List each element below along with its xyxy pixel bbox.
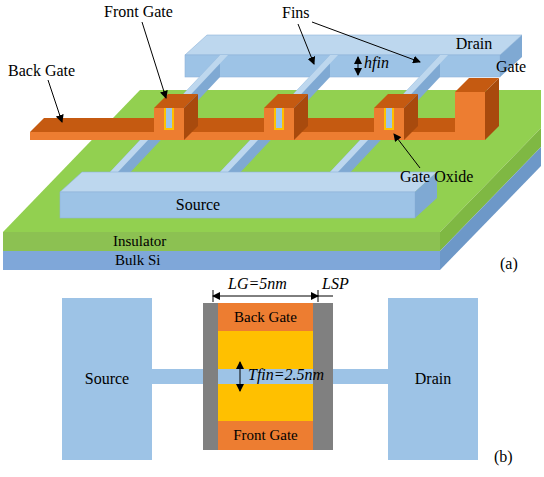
callout-label: Gate [496, 58, 526, 76]
source-box: Source [62, 298, 152, 460]
fin-core [166, 108, 172, 128]
gate-side [404, 94, 418, 140]
gate-front [374, 108, 404, 140]
drain-label-box: Drain [448, 35, 500, 53]
bulk-si-layer: Bulk Si [3, 251, 440, 270]
source-front [60, 192, 415, 218]
drain-top [185, 35, 522, 55]
source-top [60, 172, 437, 192]
dimension-arrow [213, 296, 318, 297]
dimension-line [313, 296, 333, 297]
gate-oxide [218, 331, 313, 369]
insulator-side [440, 128, 541, 251]
gate-pad-side [485, 78, 499, 140]
insulator-top [3, 90, 541, 232]
gate-side [184, 94, 198, 140]
dimension-label: Tfin=2.5nm [248, 366, 324, 384]
gate-side [294, 94, 308, 140]
insulator-layer: Insulator [3, 232, 440, 251]
gate-pad-front [455, 92, 485, 140]
panel-label: (a) [500, 255, 518, 273]
dimension-label: hfin [364, 54, 389, 72]
node-text: Back Gate [234, 309, 297, 326]
dimension-label: LSP [322, 275, 349, 293]
gate-oxide [274, 108, 284, 130]
spacer [203, 303, 218, 450]
fin-core [276, 108, 282, 128]
gate-oxide [164, 108, 174, 130]
gate-oxide [384, 108, 394, 130]
fin-core [386, 108, 392, 128]
leader-line [394, 134, 420, 168]
source-label-box: Source [168, 195, 228, 215]
fin-top [110, 55, 228, 172]
dimension-tick [213, 290, 214, 302]
node-text: Source [176, 196, 220, 214]
dimension-arrow [358, 57, 359, 75]
gate-front [264, 108, 294, 140]
callout-label: Back Gate [8, 62, 75, 80]
front-gate-box: Front Gate [218, 421, 313, 450]
drain-box: Drain [388, 298, 478, 460]
callout-label: Gate Oxide [400, 168, 473, 186]
drain-front [185, 55, 500, 77]
callout-label: Fins [282, 4, 310, 22]
dimension-label: LG=5nm [228, 275, 287, 293]
node-text: Insulator [113, 233, 166, 250]
fin-top [220, 55, 338, 172]
node-text: Drain [415, 370, 451, 388]
callout-label: Front Gate [104, 3, 173, 21]
leader-line [48, 80, 62, 122]
bulk-side [440, 147, 541, 270]
dimension-arrow [240, 362, 241, 391]
node-text: Source [85, 370, 129, 388]
fin-top [330, 55, 448, 172]
gate-front [154, 108, 184, 140]
node-text: Bulk Si [115, 252, 160, 269]
leader-line [142, 22, 166, 98]
panel-label: (b) [494, 448, 513, 466]
gates [154, 94, 418, 140]
node-text: Drain [456, 35, 492, 53]
node-text: Front Gate [233, 427, 298, 444]
leader-line [298, 24, 314, 64]
gate-oxide [218, 384, 313, 421]
back-gate-box: Back Gate [218, 303, 313, 331]
